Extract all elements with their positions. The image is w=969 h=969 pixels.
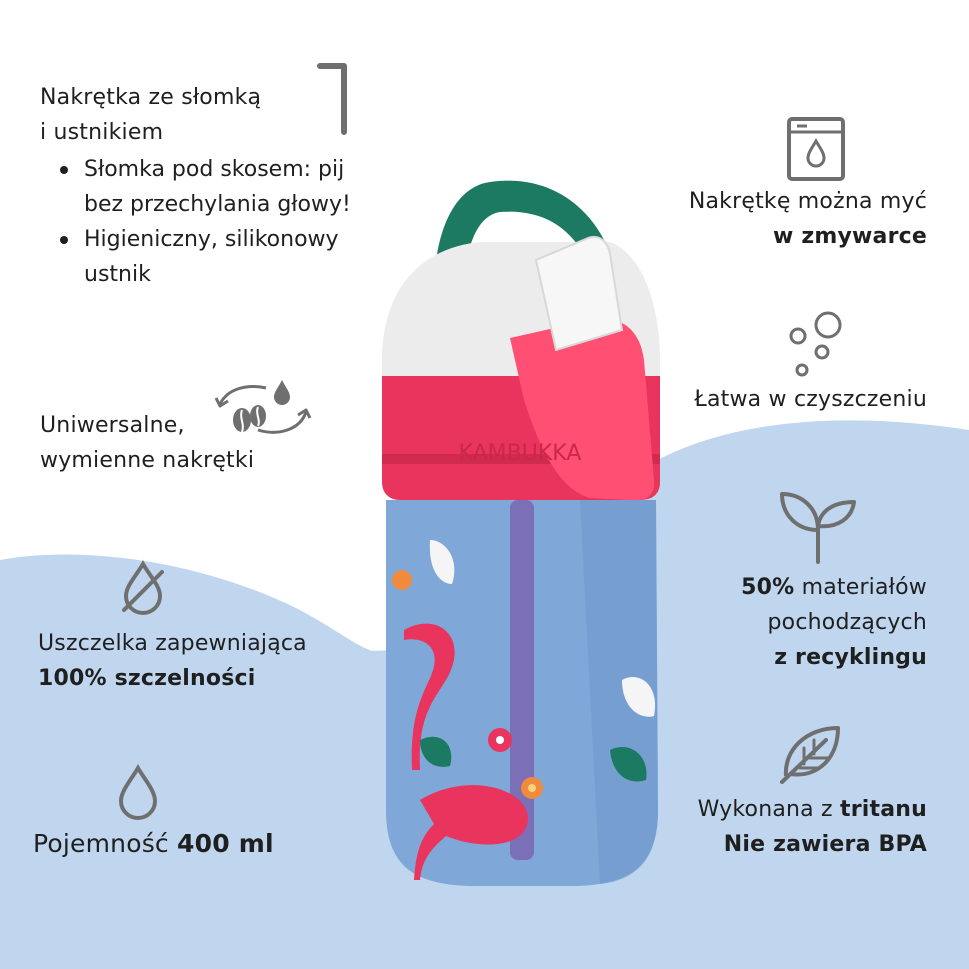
tritan-line1: Wykonana z tritanu (698, 792, 927, 827)
straw-cap-title: Nakrętka ze słomką i ustnikiem (40, 80, 261, 150)
seal-text: Uszczelka zapewniająca 100% szczelności (38, 626, 307, 696)
sprout-icon (780, 492, 856, 564)
recycled-line1: 50% materiałów (741, 570, 927, 605)
leaf-icon (780, 726, 840, 784)
recycled-line1-rest: materiałów (794, 575, 927, 600)
tritan-line1-text: Wykonana z (697, 797, 840, 822)
cycle-icon (214, 380, 312, 434)
bottle-body-shade (580, 500, 658, 884)
capacity-value: 400 ml (177, 829, 274, 858)
bottle-flip-lid (510, 318, 655, 501)
bullet-item: Słomka pod skosem: pij bez przechylania … (40, 152, 351, 222)
capacity-text: Pojemność 400 ml (33, 826, 274, 861)
seal-bold: 100% szczelności (38, 666, 256, 691)
seal-line1: Uszczelka zapewniająca (38, 631, 307, 656)
recycled-line3: z recyklingu (741, 640, 927, 675)
tritan-text: Wykonana z tritanu Nie zawiera BPA (698, 792, 927, 862)
bottle-brand: KAMBUKKA (459, 441, 582, 466)
bottle-pattern (392, 540, 656, 880)
tritan-line2: Nie zawiera BPA (698, 827, 927, 862)
bottle-straw (510, 500, 534, 860)
cap-ring-groove (382, 454, 660, 464)
dishwasher-text: Nakrętkę można myć w zmywarce (689, 184, 927, 254)
seal-line2: 100% szczelności (38, 661, 307, 696)
straw-cap-bullets: Słomka pod skosem: pij bez przechylania … (40, 152, 351, 292)
universal-caps-text: Uniwersalne, wymienne nakrętki (40, 408, 254, 478)
bpa-free: Nie zawiera BPA (723, 832, 927, 857)
universal-caps-line1: Uniwersalne, (40, 413, 185, 438)
recycled-line2: pochodzących (767, 610, 927, 635)
dishwasher-line2: w zmywarce (689, 219, 927, 254)
dishwasher-bold: w zmywarce (772, 224, 927, 249)
drop-slash-icon (122, 560, 164, 615)
bullet-text: Słomka pod skosem: pij (84, 157, 345, 182)
straw-cap-title-line2: i ustnikiem (40, 120, 164, 145)
tritan-bold: tritanu (840, 797, 927, 822)
easy-clean-text: Łatwa w czyszczeniu (694, 387, 927, 412)
drop-icon (118, 764, 158, 820)
recycled-text: 50% materiałów pochodzących z recyklingu (741, 570, 927, 675)
universal-caps-line2: wymienne nakrętki (40, 448, 255, 473)
bullet-text: ustnik (84, 262, 151, 287)
bottle-mouthpiece (534, 236, 624, 352)
bottle-illustration: KAMBUKKA (382, 180, 660, 886)
recycled-percent: 50% (741, 575, 795, 600)
bottle-handle (434, 180, 620, 380)
bullet-text: Higieniczny, silikonowy (84, 227, 339, 252)
bubbles-icon (789, 311, 842, 377)
dishwasher-icon (787, 117, 845, 181)
bullet-item: Higieniczny, silikonowy ustnik (40, 222, 351, 292)
dishwasher-line1: Nakrętkę można myć (688, 189, 927, 214)
wave-shape (0, 554, 370, 969)
straw-icon (317, 63, 347, 135)
straw-cap-title-line1: Nakrętka ze słomką (40, 85, 262, 110)
bullet-text: bez przechylania głowy! (84, 192, 351, 217)
capacity-label: Pojemność (33, 829, 178, 858)
recycled-bold: z recyklingu (774, 645, 927, 670)
